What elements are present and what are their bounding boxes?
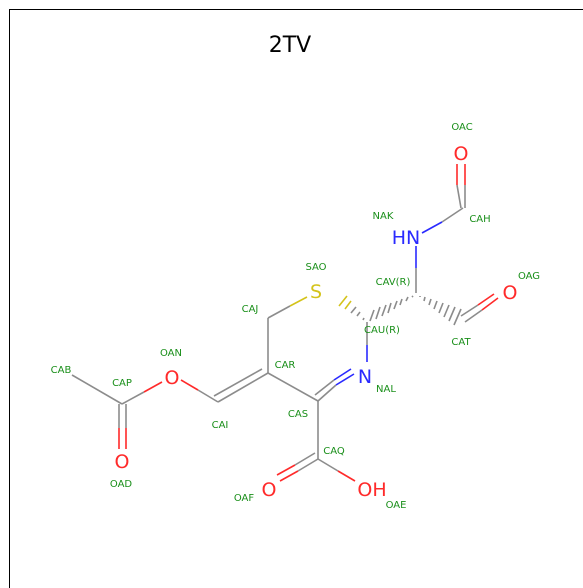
label-oan: OAN — [160, 348, 182, 359]
bond-car-cai — [217, 372, 269, 403]
atom-oaf: O — [262, 479, 277, 501]
bond-cat-oag — [464, 309, 483, 323]
label-nal: NAL — [376, 384, 396, 395]
bond-cas-car — [267, 372, 319, 402]
bond-caq-oaf-2 — [294, 452, 316, 466]
label-sao: SAO — [305, 262, 326, 273]
label-cau: CAU(R) — [364, 325, 400, 336]
atom-oan: O — [165, 367, 180, 389]
atom-oae: OH — [357, 479, 386, 501]
label-cas: CAS — [288, 409, 308, 420]
bond-sao-caj — [267, 305, 291, 319]
bond-cai-oan — [197, 389, 219, 403]
bond-nal-cas-blue — [335, 373, 355, 386]
label-caj: CAJ — [242, 304, 259, 315]
bond-cah-nak — [441, 207, 464, 223]
bond-oan-cap — [121, 391, 145, 405]
label-oae: OAE — [386, 500, 407, 511]
label-oag: OAG — [518, 271, 540, 282]
label-cab: CAB — [51, 365, 72, 376]
atom-oad: O — [115, 451, 130, 473]
atom-nal: N — [358, 366, 372, 388]
label-oad: OAD — [110, 479, 133, 490]
ligand-title: 2TV — [269, 33, 312, 58]
hashed-bond-cav-cau — [369, 295, 414, 322]
label-nak: NAK — [373, 211, 394, 222]
hashed-bond-cau-sao — [338, 295, 365, 321]
label-caq: CAQ — [323, 446, 345, 457]
label-car: CAR — [275, 360, 296, 371]
bond-nal-cas-2 — [314, 379, 335, 396]
bond-caq-oaf-red — [279, 470, 299, 482]
bond-nal-cas-blue-2 — [333, 368, 352, 381]
bond-cap-cab — [71, 374, 123, 405]
bond-cai-oan-red — [180, 379, 199, 391]
atom-oac: O — [454, 143, 469, 165]
bond-cat-oag-2 — [460, 304, 479, 317]
bond-cah-nak-blue — [421, 221, 443, 234]
bond-nal-cas — [317, 384, 337, 402]
label-cap: CAP — [112, 378, 132, 389]
hashed-bond-cav-cat — [419, 296, 462, 326]
bond-cat-oag-red — [481, 297, 499, 311]
bond-cat-oag-red-2 — [477, 293, 495, 306]
bond-oac-cah-grey — [456, 184, 462, 209]
atom-oag: O — [503, 282, 518, 304]
bond-caq-oaf — [297, 458, 319, 472]
label-cai: CAI — [212, 420, 229, 431]
atom-sao: S — [310, 281, 322, 303]
label-cat: CAT — [451, 337, 471, 348]
atom-nak: HN — [392, 227, 421, 249]
bond-caq-oaf-red-2 — [276, 464, 296, 476]
bond-car-cai-2 — [213, 368, 263, 397]
label-oac: OAC — [451, 122, 472, 133]
bond-oan-cap-red — [143, 381, 163, 393]
label-cah: CAH — [469, 214, 490, 225]
bond-caq-oae — [317, 458, 339, 472]
label-cav: CAV(R) — [376, 277, 411, 288]
label-oaf: OAF — [234, 493, 255, 504]
bond-caq-oae-red — [337, 470, 356, 482]
bond-sao-caj-yellow — [289, 296, 308, 307]
